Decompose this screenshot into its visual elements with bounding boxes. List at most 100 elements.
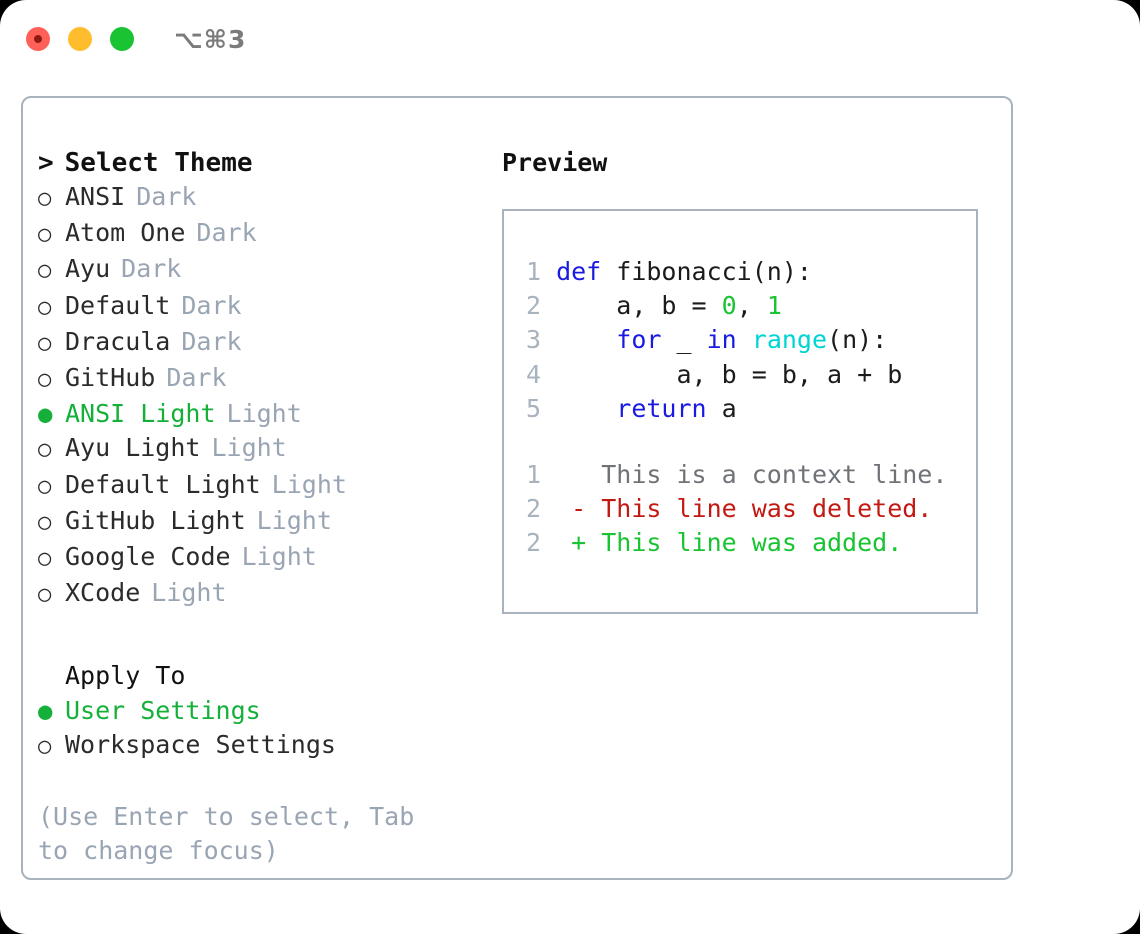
apply-to-section: Apply To ● User Settings ○ Workspace Settin… [38, 659, 498, 764]
radio-unselected-icon: ○ [38, 733, 52, 759]
theme-option-ansi[interactable]: ○ ANSI Dark [38, 180, 498, 216]
radio-unselected-icon: ○ [38, 509, 52, 535]
theme-option-ansi-light[interactable]: ● ANSI Light Light [38, 397, 498, 431]
maximize-window-icon[interactable] [110, 27, 134, 51]
line-number: 2 [525, 291, 541, 321]
radio-unselected-icon: ○ [38, 582, 52, 608]
diff-text: This line was added. [586, 528, 903, 558]
radio-selected-icon: ● [38, 696, 53, 725]
diff-sign: + [571, 528, 587, 558]
theme-variant-badge: Dark [166, 363, 227, 393]
window-controls [26, 27, 134, 51]
apply-to-option-label: Workspace Settings [65, 729, 336, 759]
diff-line-add: 2 + This line was added. [515, 526, 947, 560]
diff-sign [571, 460, 586, 489]
theme-option-label: Dracula [65, 326, 171, 356]
theme-option-label: Google Code [65, 542, 231, 572]
theme-variant-badge: Light [211, 433, 287, 463]
radio-unselected-icon: ○ [38, 258, 52, 284]
theme-option-label: GitHub Light [65, 505, 246, 535]
theme-variant-badge: Light [256, 505, 332, 535]
line-number: 4 [525, 359, 541, 389]
theme-option-default[interactable]: ○ Default Dark [38, 289, 498, 325]
code-line: 2 a, b = 0, 1 [515, 289, 902, 323]
minimize-window-icon[interactable] [68, 27, 92, 51]
theme-option-github[interactable]: ○ GitHub Dark [38, 361, 498, 397]
prompt-caret-icon: > [38, 148, 54, 178]
theme-option-github-light[interactable]: ○ GitHub Light Light [38, 504, 498, 540]
line-number: 3 [525, 325, 541, 355]
theme-option-label: Ayu Light [65, 433, 201, 463]
radio-unselected-icon: ○ [38, 437, 52, 463]
keyboard-shortcut-label: ⌥⌘3 [174, 24, 247, 54]
code-token: a [706, 393, 737, 423]
theme-variant-badge: Light [241, 542, 317, 572]
line-number: 2 [525, 494, 541, 524]
radio-unselected-icon: ○ [38, 546, 52, 572]
code-token: in [706, 325, 737, 355]
theme-option-google-code[interactable]: ○ Google Code Light [38, 540, 498, 576]
code-token: , [736, 291, 767, 321]
theme-option-label: GitHub [65, 363, 156, 393]
theme-option-label: XCode [65, 578, 141, 608]
theme-option-xcode[interactable]: ○ XCode Light [38, 576, 498, 612]
title-bar: ⌥⌘3 [0, 0, 1140, 78]
radio-unselected-icon: ○ [38, 222, 52, 248]
code-token: 1 [766, 291, 782, 321]
preview-title: Preview [502, 148, 608, 177]
radio-unselected-icon: ○ [38, 330, 52, 356]
radio-unselected-icon: ○ [38, 367, 52, 393]
theme-option-ayu-light[interactable]: ○ Ayu Light Light [38, 431, 498, 467]
code-token [737, 325, 752, 354]
preview-column: Preview 1 def fibonacci(n):2 a, b = 0, 1… [502, 146, 1002, 614]
radio-selected-icon: ● [38, 400, 53, 429]
theme-option-label: Default [65, 290, 171, 320]
diff-text: This is a context line. [586, 460, 948, 489]
theme-variant-badge: Dark [136, 182, 197, 211]
apply-to-option-user-settings[interactable]: ● User Settings [38, 694, 498, 728]
diff-text: This line was deleted. [586, 494, 933, 524]
theme-option-label: Default Light [65, 469, 261, 499]
code-line: 1 def fibonacci(n): [515, 255, 902, 289]
diff-line-del: 2 - This line was deleted. [515, 492, 947, 526]
line-number: 5 [525, 393, 541, 423]
code-token: range [751, 325, 828, 355]
radio-unselected-icon: ○ [38, 294, 52, 320]
theme-variant-badge: Dark [181, 290, 242, 320]
code-token: a, b = [556, 291, 722, 321]
code-token: def [556, 257, 602, 286]
code-token: (n): [827, 325, 888, 355]
line-number: 1 [525, 257, 541, 286]
code-token: for [616, 325, 662, 355]
theme-variant-badge: Light [151, 578, 227, 608]
theme-variant-badge: Dark [181, 326, 242, 356]
theme-variant-badge: Light [226, 399, 302, 429]
code-token [556, 394, 616, 423]
line-number: 1 [525, 460, 541, 489]
theme-variant-badge: Dark [196, 218, 257, 248]
keyboard-hint-text: (Use Enter to select, Tab to change focu… [38, 802, 430, 866]
apply-to-option-label: User Settings [65, 695, 261, 725]
apply-to-title: Apply To [65, 661, 186, 691]
apply-to-option-workspace-settings[interactable]: ○ Workspace Settings [38, 728, 498, 764]
code-line: 4 a, b = b, a + b [515, 358, 902, 392]
radio-unselected-icon: ○ [38, 186, 52, 211]
code-line: 5 return a [515, 392, 902, 426]
theme-option-dracula[interactable]: ○ Dracula Dark [38, 325, 498, 361]
code-token: _ [661, 325, 707, 355]
close-window-icon[interactable] [26, 27, 50, 51]
theme-variant-badge: Light [271, 469, 347, 499]
theme-option-label: ANSI Light [65, 399, 216, 429]
theme-option-label: ANSI [65, 182, 126, 211]
code-token: fibonacci(n): [601, 257, 812, 286]
theme-picker-header: > Select Theme [38, 146, 498, 180]
